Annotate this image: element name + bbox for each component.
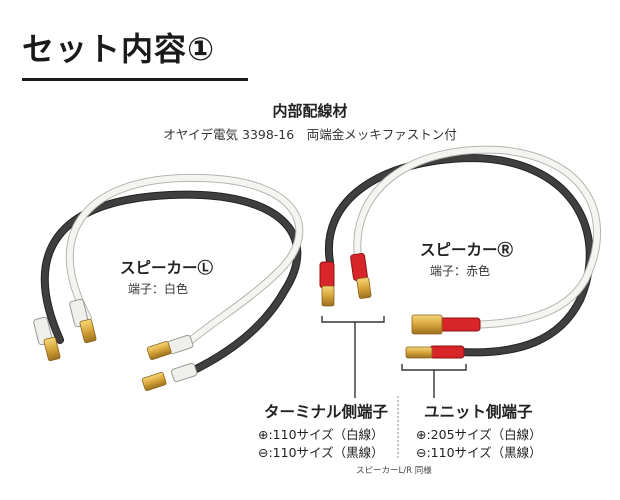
left-terminal-lower-white — [146, 334, 194, 360]
left-terminal-white — [69, 298, 97, 344]
right-terminal-unit-black — [405, 345, 465, 359]
footnote: スピーカーL/R 同様 — [356, 466, 432, 476]
left-terminal-black — [33, 316, 61, 362]
left-cable-terminal: 端子：白色 — [128, 282, 189, 296]
left-cable — [33, 173, 304, 391]
unit-side-plus: ⊕:205サイズ（白線） — [416, 427, 542, 442]
right-terminal-red-right — [350, 253, 372, 299]
right-cable-terminal: 端子：赤色 — [430, 264, 491, 278]
wiring-subtitle: オヤイデ電気 3398-16 両端金メッキファストン付 — [163, 127, 457, 142]
unit-side-minus: ⊖:110サイズ（黒線） — [416, 445, 542, 460]
right-terminal-red-left — [319, 261, 335, 307]
right-cable-label: スピーカーⓇ — [420, 241, 514, 259]
right-terminal-unit-white — [411, 314, 481, 335]
left-terminal-lower-black — [141, 362, 198, 391]
left-cable-label: スピーカーⓁ — [120, 259, 214, 277]
terminal-side-bracket — [321, 316, 385, 323]
page-title: セット内容① — [22, 30, 216, 68]
right-cable — [319, 145, 602, 359]
terminal-side-plus: ⊕:110サイズ（白線） — [258, 427, 384, 442]
terminal-side-minus: ⊖:110サイズ（黒線） — [258, 445, 384, 460]
unit-side-bracket — [401, 364, 467, 371]
title-underline — [22, 78, 248, 81]
wiring-title: 内部配線材 — [272, 102, 348, 120]
unit-side-label: ユニット側端子 — [424, 403, 533, 421]
terminal-side-label: ターミナル側端子 — [264, 403, 389, 421]
